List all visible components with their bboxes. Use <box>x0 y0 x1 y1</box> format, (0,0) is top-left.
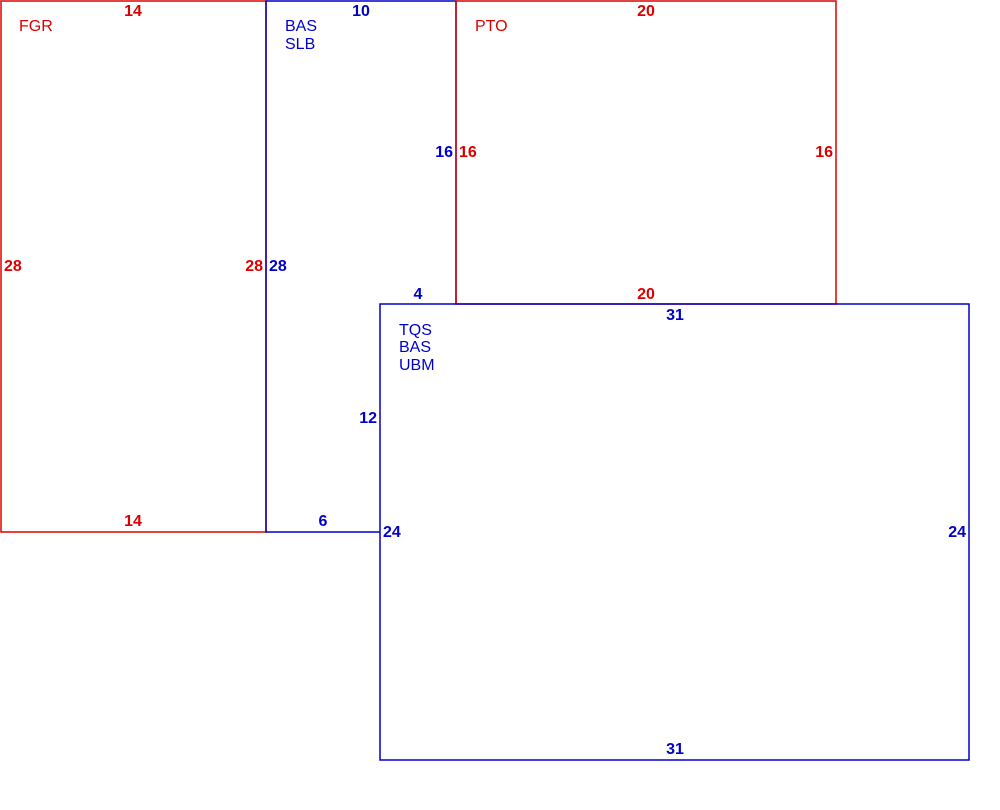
room-bas-slb-notch-top-dim: 4 <box>414 286 423 303</box>
room-tqs-bas-ubm-left-dim: 24 <box>383 524 401 541</box>
room-tqs-bas-ubm-right-dim: 24 <box>948 524 966 541</box>
room-tqs-bas-ubm-name-3: UBM <box>399 357 435 374</box>
room-fgr-top-dim: 14 <box>124 3 142 20</box>
room-tqs-bas-ubm-bottom-dim: 31 <box>666 741 684 758</box>
room-bas-slb-notch-side-dim: 12 <box>359 410 377 427</box>
room-bas-slb-outline <box>265 0 457 533</box>
room-fgr-outline <box>0 0 267 533</box>
room-bas-slb-right-dim: 16 <box>435 144 453 161</box>
room-pto-right-dim: 16 <box>815 144 833 161</box>
room-fgr-name: FGR <box>19 18 53 35</box>
room-pto-top-dim: 20 <box>637 3 655 20</box>
room-tqs-bas-ubm-name-1: TQS <box>399 322 432 339</box>
room-pto-bottom-dim: 20 <box>637 286 655 303</box>
room-bas-slb-top-dim: 10 <box>352 3 370 20</box>
room-pto-name: PTO <box>475 18 508 35</box>
room-fgr-right-dim: 28 <box>245 258 263 275</box>
room-tqs-bas-ubm-top-dim: 31 <box>666 307 684 324</box>
room-bas-slb-bottom-dim: 6 <box>319 513 328 530</box>
room-pto-outline <box>455 0 837 305</box>
room-bas-slb-name-2: SLB <box>285 36 315 53</box>
room-tqs-bas-ubm-outline <box>379 303 970 761</box>
room-fgr-left-dim: 28 <box>4 258 22 275</box>
room-fgr-bottom-dim: 14 <box>124 513 142 530</box>
room-pto-left-dim: 16 <box>459 144 477 161</box>
room-tqs-bas-ubm-name-2: BAS <box>399 339 431 356</box>
room-bas-slb-left-dim: 28 <box>269 258 287 275</box>
room-bas-slb-name-1: BAS <box>285 18 317 35</box>
